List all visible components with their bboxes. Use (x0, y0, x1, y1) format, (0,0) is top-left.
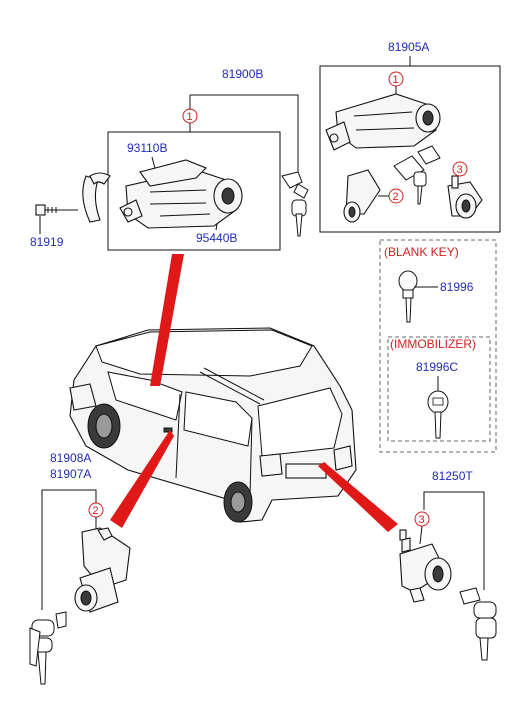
label-81908a: 81908A (50, 451, 91, 465)
ignition-lock-body (119, 159, 243, 229)
cylinder-3 (447, 175, 483, 219)
assembly-81905a: 81905A 1 2 (319, 40, 501, 233)
key-set-81908a (29, 611, 67, 685)
callout-3-top-circle (452, 161, 468, 177)
label-81996c: 81996C (416, 360, 458, 374)
key-set-81900b (281, 171, 309, 237)
label-81250t: 81250T (432, 469, 473, 483)
leader-81900b (190, 94, 299, 172)
callout-1b-text: 1 (393, 74, 399, 86)
callout-2-top-text: 2 (393, 191, 399, 203)
label-81907a: 81907A (50, 467, 91, 481)
callout-3-top-text: 3 (457, 164, 463, 176)
callout-3-bottom-text: 3 (419, 514, 425, 526)
red-pointers (110, 254, 398, 532)
bolt-81919 (35, 204, 78, 216)
tailgate-lock-cylinder (399, 529, 452, 603)
assembly-81250t: 81250T 3 (399, 469, 497, 661)
label-81996: 81996 (440, 280, 474, 294)
immobilizer-box (387, 336, 491, 442)
assembly-81908a: 81908A 81907A 2 (29, 451, 131, 685)
callout-1-text: 1 (187, 111, 193, 123)
key-set-81250t (459, 587, 497, 661)
label-81900b: 81900B (222, 67, 263, 81)
steering-clamp (82, 172, 111, 223)
key-options-box (379, 239, 497, 453)
assembly-81900b: 81900B 1 93110B 95440B (30, 67, 309, 251)
vehicle-illustration (69, 327, 357, 523)
label-blank-key: (BLANK KEY) (384, 245, 459, 259)
label-93110b: 93110B (127, 141, 167, 155)
blank-key-icon (398, 270, 418, 323)
ignition-lock-body-2 (325, 93, 441, 151)
key-options-panel: (BLANK KEY) 81996 (IMMOBILIZER) 81996C (379, 239, 497, 453)
label-immobilizer: (IMMOBILIZER) (390, 337, 476, 351)
door-lock-cylinder (74, 527, 131, 613)
immobilizer-key-icon (427, 390, 449, 439)
cylinder-2 (343, 169, 381, 223)
label-81905a: 81905A (388, 40, 429, 54)
pointer-to-ignition (150, 254, 184, 386)
card-and-key (393, 145, 441, 205)
label-95440b: 95440B (196, 231, 237, 245)
callout-2-bottom-text: 2 (93, 505, 99, 517)
pointer-to-tailgate (318, 462, 398, 532)
label-81919: 81919 (30, 235, 64, 249)
pointer-to-door (110, 430, 174, 528)
assembly-box-81905a (319, 65, 501, 233)
assembly-box-81900b (107, 131, 281, 251)
